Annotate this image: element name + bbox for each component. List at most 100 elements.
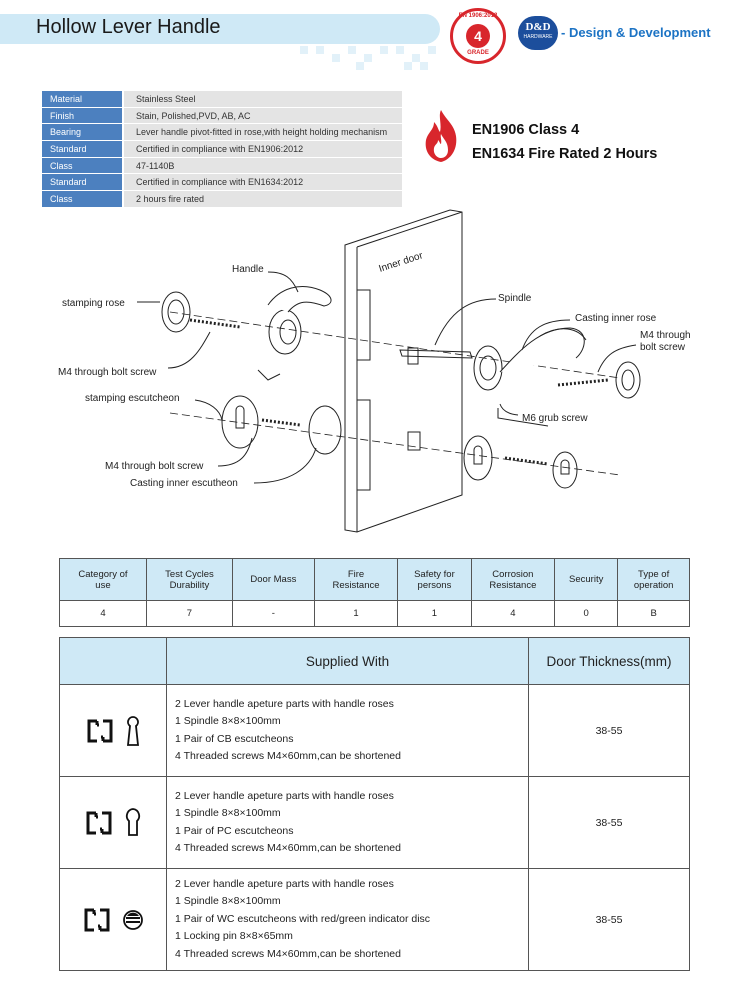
lever-handle-icon <box>87 719 113 742</box>
spec-value: Lever handle pivot-fitted in rose,with h… <box>124 124 402 141</box>
title-bar <box>0 14 440 44</box>
icon-header-cell <box>59 637 167 685</box>
rating-en1906: EN1906 Class 4 <box>472 122 580 138</box>
supplied-row: 2 Lever handle apeture parts with handle… <box>59 684 690 777</box>
label-m4-through-1: M4 through <box>640 330 691 341</box>
perf-value-cell: 1 <box>313 600 399 627</box>
label-m6-grub: M6 grub screw <box>522 413 588 424</box>
spec-value: Stain, Polished,PVD, AB, AC <box>124 107 402 124</box>
supplied-row: 2 Lever handle apeture parts with handle… <box>59 776 690 869</box>
badge-grade: 4 <box>466 24 490 48</box>
label-m4-bolt-2: M4 through bolt screw <box>105 461 204 472</box>
badge-grade-label: GRADE <box>467 50 489 56</box>
perf-value-cell: 4 <box>470 600 556 627</box>
thickness-cell: 38-55 <box>528 868 690 971</box>
fire-icon <box>425 110 457 162</box>
exploded-diagram: Inner door Handle stamping rose M4 throu… <box>58 209 691 533</box>
item-text: 2 Lever handle apeture parts with handle… <box>175 697 394 710</box>
label-stamping-escutcheon: stamping escutcheon <box>85 393 180 404</box>
spec-value: Certified in compliance with EN1906:2012 <box>124 141 402 157</box>
perf-value-cell: 1 <box>397 600 472 627</box>
item-text: 2 Lever handle apeture parts with handle… <box>175 877 394 890</box>
rating-en1634: EN1634 Fire Rated 2 Hours <box>472 146 658 162</box>
spec-key: Class <box>42 191 122 207</box>
item-text: 1 Pair of WC escutcheons with red/green … <box>175 912 431 925</box>
spec-value: Stainless Steel <box>124 91 402 107</box>
item-text: 1 Pair of PC escutcheons <box>175 824 294 837</box>
label-m4-bolt-1: M4 through bolt screw <box>58 367 157 378</box>
item-text: 4 Threaded screws M4×60mm,can be shorten… <box>175 842 401 854</box>
spec-key: Bearing <box>42 124 122 141</box>
badge-standard: EN 1906:2012 <box>458 13 498 19</box>
thickness-header: Door Thickness(mm) <box>528 637 690 685</box>
thickness-cell: 38-55 <box>528 776 690 869</box>
spec-key: Finish <box>42 107 122 124</box>
perf-header-cell: Door Mass <box>231 558 315 601</box>
ratings: EN1906 Class 4 EN1634 Fire Rated 2 Hours <box>472 118 657 166</box>
spec-key: Standard <box>42 141 122 157</box>
perf-value-cell: 4 <box>59 600 147 627</box>
performance-value-row: 4 7 - 1 1 4 0 B <box>59 600 690 627</box>
page-title: Hollow Lever Handle <box>36 16 221 38</box>
item-text: 2 Lever handle apeture parts with handle… <box>175 789 394 802</box>
item-text: 1 Pair of CB escutcheons <box>175 732 294 745</box>
pixel-decoration <box>0 44 440 70</box>
item-text: 1 Locking pin 8×8×65mm <box>175 930 293 943</box>
brand-logo: D&D HARDWARE <box>518 16 558 50</box>
items-cell: 2 Lever handle apeture parts with handle… <box>166 684 529 777</box>
icon-cell <box>59 684 167 777</box>
icon-cell <box>59 868 167 971</box>
item-text: 4 Threaded screws M4×60mm,can be shorten… <box>175 750 401 762</box>
item-text: 1 Spindle 8×8×100mm <box>175 807 281 819</box>
label-handle: Handle <box>232 264 264 275</box>
perf-value-cell: 0 <box>554 600 619 627</box>
item-text: 1 Spindle 8×8×100mm <box>175 715 281 727</box>
items-cell: 2 Lever handle apeture parts with handle… <box>166 776 529 869</box>
item-text: 4 Threaded screws M4×60mm,can be shorten… <box>175 947 401 960</box>
logo-sub: HARDWARE <box>523 34 553 40</box>
spec-value: 47-1140B <box>124 157 402 174</box>
wc-escutcheon-icon <box>123 909 143 930</box>
label-m4-through-2: bolt screw <box>640 342 686 353</box>
lever-handle-icon <box>86 811 112 834</box>
label-stamping-rose: stamping rose <box>62 298 125 309</box>
perf-value-cell: - <box>231 600 315 627</box>
spec-key: Material <box>42 91 122 107</box>
perf-header-cell: Security <box>554 558 619 601</box>
label-casting-inner-escutcheon: Casting inner escutheon <box>130 478 238 489</box>
label-spindle: Spindle <box>498 293 532 304</box>
supplied-header-row: Supplied With Door Thickness(mm) <box>59 637 690 685</box>
lever-handle-icon <box>84 908 110 931</box>
spec-value: 2 hours fire rated <box>124 191 402 207</box>
supplied-row: 2 Lever handle apeture parts with handle… <box>59 868 690 971</box>
perf-value-cell: 7 <box>145 600 233 627</box>
thickness-cell: 38-55 <box>528 684 690 777</box>
logo-text: D&D <box>525 21 551 33</box>
spec-key: Class <box>42 157 122 174</box>
spec-key: Standard <box>42 174 122 191</box>
items-cell: 2 Lever handle apeture parts with handle… <box>166 868 529 971</box>
brand-tagline: - Design & Development <box>561 25 711 40</box>
icon-cell <box>59 776 167 869</box>
supplied-table: Supplied With Door Thickness(mm) 2 Lever… <box>59 637 690 971</box>
item-text: 1 Spindle 8×8×100mm <box>175 895 281 908</box>
cb-escutcheon-icon <box>127 715 139 746</box>
pc-escutcheon-icon <box>125 807 141 836</box>
label-casting-inner-rose: Casting inner rose <box>575 313 657 324</box>
grade-badge: EN 1906:2012 4 GRADE <box>450 8 506 64</box>
